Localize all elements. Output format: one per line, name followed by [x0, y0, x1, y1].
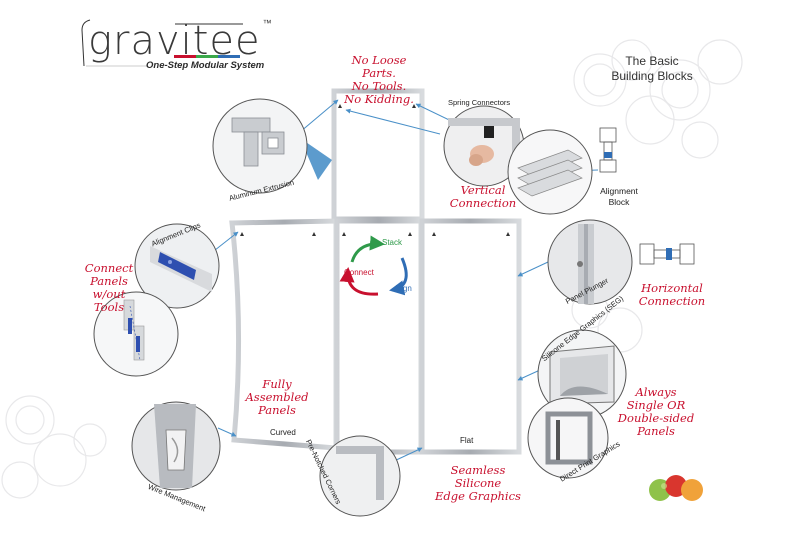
callout-line: Panels	[637, 424, 675, 438]
detail-clip-assembly	[93, 291, 179, 377]
callout-line: Connection	[449, 196, 517, 210]
callout-line: Assembled	[245, 390, 309, 404]
label-line: Alignment	[600, 186, 638, 196]
detail-panel-plunger	[547, 219, 633, 305]
callout-fully-assembled: Fully Assembled Panels	[244, 378, 310, 417]
center-panel	[334, 218, 424, 455]
callout-line: Single OR	[626, 398, 686, 412]
callout-seamless: Seamless Silicone Edge Graphics	[428, 464, 528, 503]
callout-line: Horizontal	[641, 281, 703, 295]
detail-aluminum-extrusion	[212, 98, 308, 194]
callout-line: Seamless	[450, 463, 506, 477]
detail-alignment-block	[507, 129, 593, 215]
detail-direct-print-graphics	[527, 397, 609, 479]
detail-silicone-edge-graphics	[537, 329, 627, 419]
detail-spring-connectors	[443, 105, 525, 187]
callout-line: Vertical	[460, 183, 506, 197]
left-curved-panel	[229, 218, 339, 451]
fruit-decoration	[649, 475, 703, 501]
callout-always-single: Always Single OR Double-sided Panels	[614, 386, 698, 438]
callout-line: Panels	[90, 274, 128, 288]
title-line-1: The Basic	[625, 54, 679, 68]
callout-line: Always	[635, 385, 677, 399]
callout-line: Fully	[262, 377, 292, 391]
page-title: The Basic Building Blocks	[600, 54, 704, 84]
stack-connect-align-cycle	[339, 235, 408, 296]
alignment-block-schematic	[599, 127, 617, 173]
callout-horizontal-connection: Horizontal Connection	[630, 282, 714, 308]
callout-no-loose-parts: No Loose Parts. No Tools. No Kidding.	[334, 54, 424, 106]
callout-line: Connect	[84, 261, 134, 275]
detail-alignment-clips	[134, 223, 220, 309]
callout-line: Silicone	[454, 476, 502, 490]
detail-pre-notched-corners	[319, 435, 401, 517]
callout-vertical-connection: Vertical Connection	[448, 184, 518, 210]
label-flat: Flat	[460, 436, 474, 445]
callout-connect-panels: Connect Panels w/out Tools	[76, 262, 142, 314]
callout-line: Connection	[638, 294, 706, 308]
extrusion-pointer-wedge	[300, 138, 332, 180]
callout-line: Double-sided	[617, 411, 695, 425]
detail-wire-management	[131, 401, 221, 491]
panel-plunger-schematic	[639, 243, 695, 265]
label-line: Block	[608, 197, 630, 207]
label-spring-connectors: Spring Connectors	[448, 98, 511, 107]
callout-line: w/out Tools	[92, 287, 126, 314]
callout-line: No Loose Parts.	[351, 53, 407, 80]
callout-line: No Tools.	[351, 79, 407, 93]
callout-line: Panels	[258, 403, 296, 417]
callout-line: Edge Graphics	[435, 489, 521, 503]
cycle-label-stack: Stack	[382, 238, 403, 247]
cycle-label-align: Align	[394, 284, 412, 293]
label-curved: Curved	[270, 428, 296, 437]
trademark-symbol: ™	[262, 19, 273, 29]
label-alignment-block: Alignment Block	[594, 186, 644, 208]
callout-line: No Kidding.	[344, 92, 414, 106]
cycle-label-connect: Connect	[344, 268, 374, 277]
right-flat-panel	[419, 218, 522, 455]
title-line-2: Building Blocks	[611, 69, 693, 83]
logo-tagline: One-Step Modular System	[146, 60, 265, 71]
